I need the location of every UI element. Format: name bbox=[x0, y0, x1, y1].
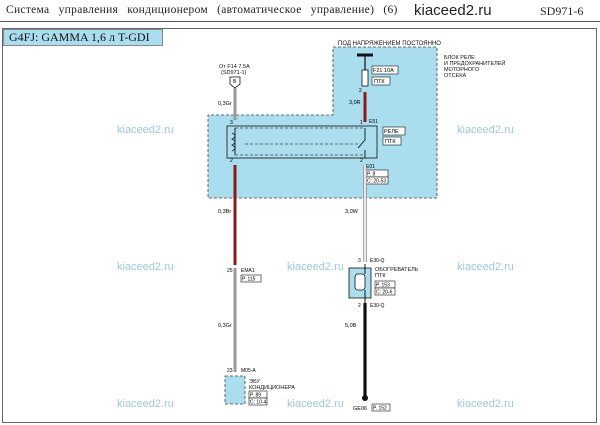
page-title: Система управления кондиционером (автома… bbox=[6, 4, 398, 16]
fuse-name-box bbox=[371, 65, 399, 75]
ecu-ref: C: 10-4 bbox=[250, 400, 267, 406]
ground-ref: P. 152 bbox=[373, 406, 387, 412]
relay-conn2: E01 bbox=[366, 164, 375, 170]
ground-icon bbox=[362, 395, 368, 401]
ecu-box bbox=[224, 375, 246, 405]
relay-switch-icon bbox=[357, 139, 366, 149]
wire-label: 0,3Gr bbox=[218, 101, 232, 107]
heater-element-icon bbox=[354, 273, 366, 291]
relay-box-label-line: И ПРЕДОХРАНИТЕЛЕЙ bbox=[444, 59, 505, 67]
connector-ref-box bbox=[240, 274, 262, 283]
connector-label: EMA1 bbox=[241, 268, 255, 274]
relay-box-label-line: БЛОК РЕЛЕ bbox=[444, 55, 475, 61]
header-divider bbox=[0, 21, 600, 22]
ecu-ref-box bbox=[248, 397, 268, 406]
watermark: kiaceed2.ru bbox=[457, 261, 514, 273]
heater-label: ОБОГРЕВАТЕЛЬ bbox=[375, 267, 419, 273]
heater-ref-box bbox=[374, 287, 396, 296]
relay-ref: ПТК bbox=[385, 139, 396, 145]
wire-label: 5,0B bbox=[345, 323, 357, 329]
pin-label: 2 bbox=[358, 303, 361, 309]
relay-conn2-ref: P. 8 bbox=[367, 172, 375, 178]
watermark: kiaceed2.ru bbox=[457, 124, 514, 136]
pin-label: 25 bbox=[227, 268, 233, 274]
engine-label: G4FJ: GAMMA 1,6 л T-GDI bbox=[3, 29, 163, 46]
ecu-ref: P. 89 bbox=[250, 393, 261, 399]
wire-label: 0,3Gr bbox=[218, 323, 232, 329]
watermark: kiaceed2.ru bbox=[117, 261, 174, 273]
pin-label: 3 bbox=[230, 120, 233, 126]
pin-label: 23 bbox=[227, 368, 233, 374]
pin-label: 3 bbox=[358, 258, 361, 264]
fuse-name: F21 10A bbox=[373, 68, 394, 74]
pin-label: 1 bbox=[360, 120, 363, 126]
source-node: B bbox=[233, 79, 237, 85]
connector-label: E30-Q bbox=[370, 258, 385, 264]
ground-name: GE06 bbox=[353, 406, 367, 412]
page-code: SD971-6 bbox=[540, 4, 584, 18]
header-bar: Система управления кондиционером (автома… bbox=[0, 0, 600, 22]
pin-label: 2 bbox=[230, 158, 233, 164]
watermark: kiaceed2.ru bbox=[117, 398, 174, 410]
relay-conn2-ref: C: 20-53 bbox=[367, 179, 386, 185]
watermark: kiaceed2.ru bbox=[287, 261, 344, 273]
heater-ref: C: 20-6 bbox=[376, 290, 393, 296]
wire-label: 3,0R bbox=[349, 100, 361, 106]
watermark: kiaceed2.ru bbox=[457, 398, 514, 410]
fuse-icon bbox=[361, 69, 369, 87]
relay-box-label-line: МОТОРНОГО bbox=[444, 67, 480, 73]
diagram-frame bbox=[2, 28, 597, 423]
wire-label: 0,3Br bbox=[218, 209, 231, 215]
relay-coil-icon bbox=[231, 132, 236, 152]
connector-label: E30-Q bbox=[370, 303, 385, 309]
fuse-ref: ПТК bbox=[374, 79, 385, 85]
fuse-ref-box bbox=[371, 76, 391, 86]
pin-label: 2 bbox=[359, 88, 362, 94]
relay-name: РЕЛЕ bbox=[384, 129, 399, 135]
connector-label: M05-A bbox=[241, 368, 256, 374]
watermark: kiaceed2.ru bbox=[287, 398, 344, 410]
relay-name-box bbox=[382, 126, 406, 136]
powered-label: ПОД НАПРЯЖЕНИЕМ ПОСТОЯННО bbox=[338, 41, 441, 47]
fuse-source-line: От F14 7.5A bbox=[219, 64, 250, 70]
connector-ref: P. 115 bbox=[242, 277, 256, 283]
ecu-label: КОНДИЦИОНЕРА bbox=[249, 385, 295, 391]
wire-label: 3,0W bbox=[345, 209, 359, 215]
relay-box-label-line: ОТСЕКА bbox=[444, 73, 466, 79]
relay-connector: E51 bbox=[369, 119, 378, 125]
heater-label: ПТК bbox=[375, 273, 386, 279]
relay-body bbox=[226, 125, 378, 159]
site-name[interactable]: kiaceed2.ru bbox=[414, 2, 492, 19]
ground-ref-box bbox=[371, 403, 391, 412]
source-arrow-icon bbox=[229, 76, 241, 89]
fuse-source-line: (SD971-1) bbox=[221, 70, 247, 76]
ecu-label: ЭБУ bbox=[249, 379, 260, 385]
pin-label: 2 bbox=[360, 158, 363, 164]
relay-ref-box bbox=[382, 136, 402, 146]
watermark: kiaceed2.ru bbox=[117, 124, 174, 136]
heater-ref: P. 153 bbox=[376, 283, 390, 289]
